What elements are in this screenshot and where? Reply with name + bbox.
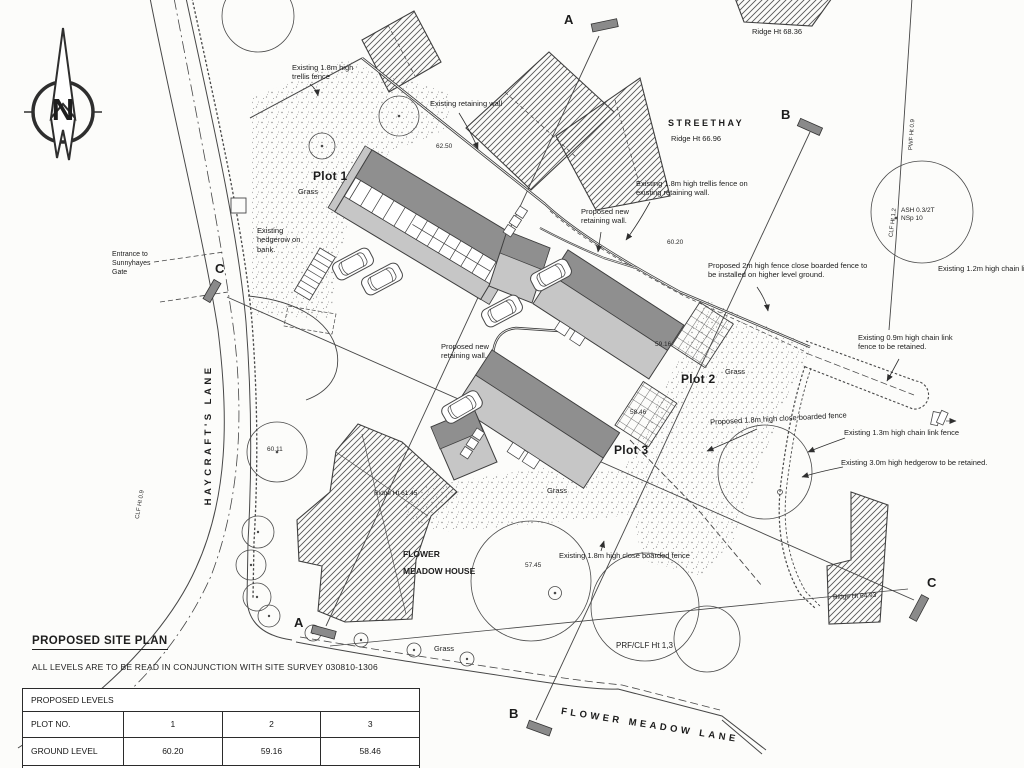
plot3-label: Plot 3 (614, 443, 649, 457)
section-b-top-label: B (781, 107, 791, 122)
annotation-entrance: Entrance to Sunnyhayes Gate (112, 251, 151, 276)
section-line-a (325, 35, 600, 627)
levels-table-title: PROPOSED LEVELS (23, 689, 419, 712)
east-boundary-line (888, 0, 913, 331)
spot-level-6011: 60.11 (267, 446, 283, 453)
proposed-levels-table: PROPOSED LEVELS PLOT NO. 1 2 3 GROUND LE… (22, 688, 420, 768)
annotation-existing-retaining-wall: Existing retaining wall (430, 99, 503, 108)
spot-level-5745: 57.45 (525, 562, 542, 569)
plot-no-header: PLOT NO. (31, 719, 71, 729)
existing-building-northeast (735, 0, 832, 27)
drawing-title: PROPOSED SITE PLAN (32, 635, 168, 650)
north-arrow-icon (24, 27, 102, 161)
north-label: N (51, 92, 75, 127)
section-c-right-bar (908, 594, 930, 622)
plot3-building (455, 349, 678, 489)
plot1-building (327, 145, 527, 305)
annotation-hedgerow-30: Existing 3.0m high hedgerow to be retain… (841, 458, 988, 467)
table-row-plot-no: PLOT NO. 1 2 3 (23, 712, 419, 738)
flower-meadow-lane-road (295, 636, 767, 755)
section-line-b (535, 131, 811, 721)
section-a-bottom-label: A (294, 615, 304, 630)
section-c-left-label: C (215, 261, 225, 276)
existing-building-northwest (361, 10, 442, 93)
annotation-close-boarded-existing: Existing 1.8m high close boarded fence (559, 551, 690, 560)
section-a-bottom-bar (310, 624, 337, 640)
ground-level-3: 58.46 (320, 738, 419, 765)
section-c-right-label: C (927, 575, 937, 590)
haycrafts-lane-road (17, 0, 293, 749)
grass-label-3: Grass (547, 486, 568, 495)
annotation-chain-link-12: Existing 1.2m high chain link fence (938, 264, 1024, 273)
plot3-patio (614, 380, 678, 448)
streethay-ridge-height: Ridge Ht 66.96 (671, 134, 722, 143)
ash-tree-tag: ASH 0.3/2T NSp 10 (901, 207, 935, 223)
trees (221, 0, 974, 673)
section-a-top-label: A (564, 12, 574, 27)
flower-meadow-house-label-1: FLOWER (403, 549, 440, 559)
grass-label-2: Grass (725, 367, 746, 376)
streethay-building-east-wing (555, 77, 671, 211)
haycrafts-lane-label: HAYCRAFT'S LANE (203, 364, 215, 506)
section-b-top-bar (796, 117, 824, 136)
section-b-bottom-label: B (509, 706, 519, 721)
northeast-ridge-height: Ridge Ht 68.36 (752, 27, 803, 36)
gate-symbol (930, 409, 957, 427)
section-b-bottom-bar (526, 719, 553, 737)
annotation-hedgerow-bank: Existing hedgerow on bank. (257, 226, 301, 254)
bin-store-1 (502, 205, 529, 238)
spot-level-5846: 58.46 (630, 409, 647, 416)
annotation-proposed-wall-top: Proposed new retaining wall. (581, 207, 629, 226)
section-c-left-bar (202, 278, 222, 304)
flower-meadow-house-building (296, 423, 458, 623)
ground-level-2: 59.16 (221, 738, 321, 765)
annotation-leaders (309, 83, 900, 552)
grass-label-4: Grass (434, 644, 455, 653)
existing-buildings (296, 0, 889, 625)
spot-level-6250: 62.50 (436, 143, 453, 150)
steps (293, 247, 337, 301)
section-marker-bars (202, 18, 930, 737)
ground-level-header: GROUND LEVEL (31, 746, 98, 756)
ground-level-1: 60.20 (123, 738, 222, 765)
plot2-patio (670, 301, 734, 369)
plot1-label: Plot 1 (313, 169, 348, 183)
plot2-building (532, 249, 734, 380)
annotation-trellis-on-wall: Existing 1.8m high trellis fence on exis… (636, 179, 748, 198)
annotation-prf-clf: PRF/CLF Ht 1,3 (616, 641, 673, 650)
plot-no-1: 1 (123, 712, 222, 737)
annotation-chain-link-13: Existing 1.3m high chain link fence (844, 428, 960, 437)
annotation-proposed-wall-mid: Proposed new retaining wall. (441, 342, 489, 361)
annotation-trellis-fence: Existing 1.8m high trellis fence (292, 63, 354, 82)
section-a-top-bar (590, 18, 619, 33)
plot2-label: Plot 2 (681, 372, 716, 386)
flower-meadow-house-label-2: MEADOW HOUSE (403, 566, 476, 576)
streethay-name: STREETHAY (668, 118, 745, 128)
fmh-ridge-height: Ridge Ht 61.45 (374, 490, 418, 497)
table-row-ground-level: GROUND LEVEL 60.20 59.16 58.46 (23, 738, 419, 766)
bin-store-2 (459, 427, 486, 460)
garage-b (430, 408, 498, 481)
plot-no-3: 3 (320, 712, 419, 737)
grass-label-1: Grass (298, 187, 319, 196)
existing-building-southeast (826, 491, 889, 625)
annotation-chain-link-09: Existing 0.9m high chain link fence to b… (858, 333, 953, 352)
spot-level-5916: 59.16 (655, 341, 672, 348)
plot-no-2: 2 (221, 712, 321, 737)
spot-level-6020: 60.20 (667, 239, 684, 246)
annotation-fence-2m: Proposed 2m high fence close boarded fen… (708, 261, 868, 280)
drawing-note: ALL LEVELS ARE TO BE READ IN CONJUNCTION… (32, 662, 378, 672)
